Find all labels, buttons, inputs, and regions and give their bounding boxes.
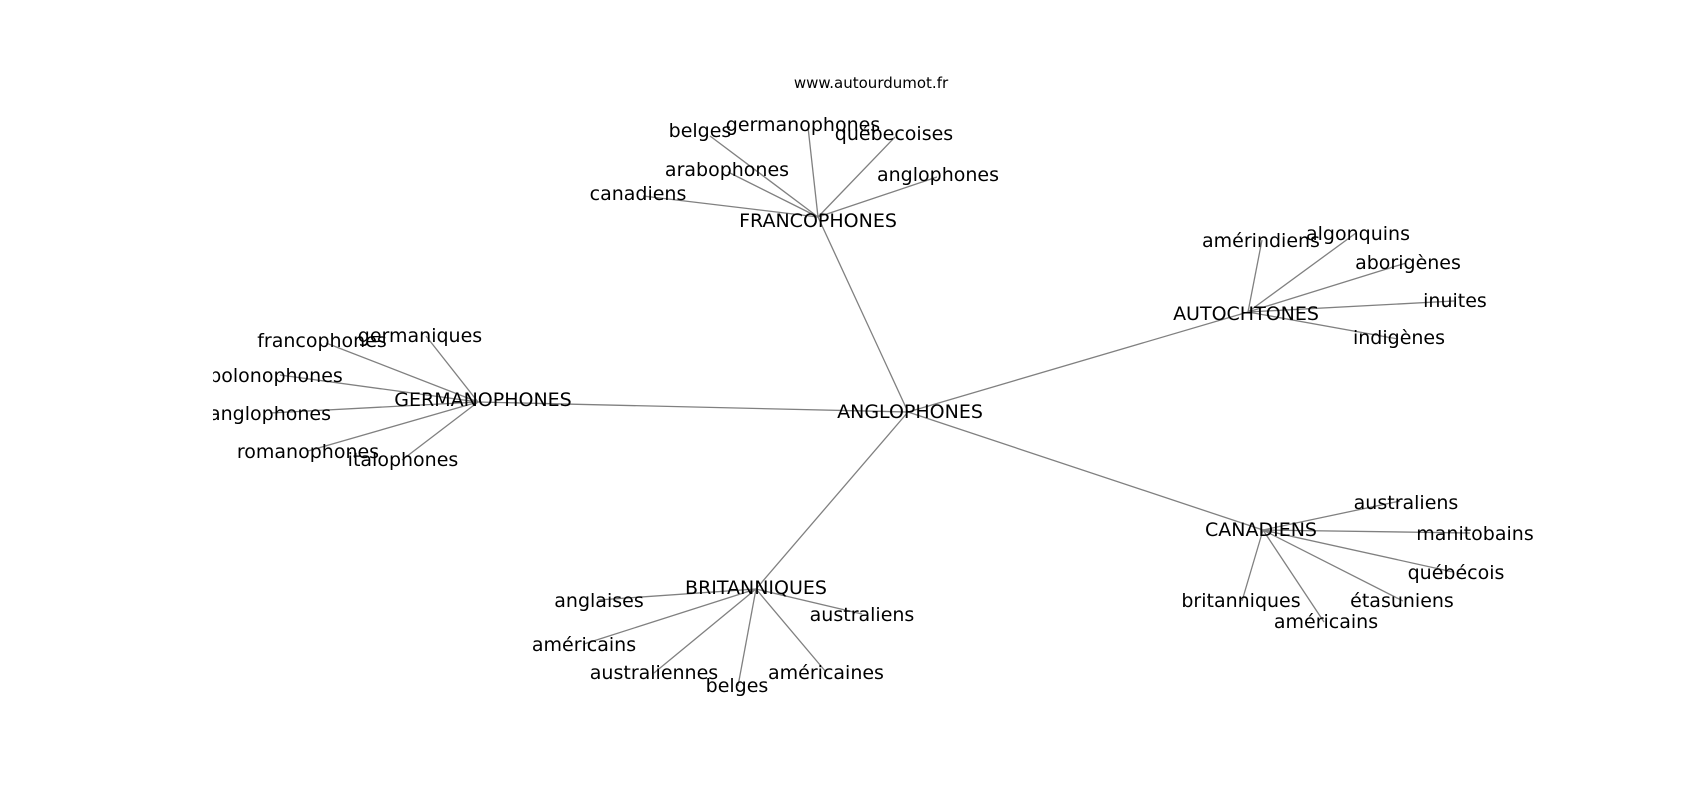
leaf-label-autochtones-0: amérindiens: [1202, 230, 1320, 252]
source-url: www.autourdumot.fr: [794, 74, 949, 92]
leaf-label-germanophones-2: polonophones: [209, 365, 343, 387]
edge-autochtones-2: [1247, 262, 1407, 313]
leaf-label-autochtones-1: algonquins: [1306, 223, 1410, 245]
leaf-label-canadiens-4: américains: [1274, 611, 1378, 633]
edge-germanophones-0: [325, 342, 479, 403]
hub-label-britanniques: BRITANNIQUES: [685, 577, 827, 599]
edge-britanniques-0: [597, 588, 757, 601]
leaf-label-germanophones-4: romanophones: [237, 441, 379, 463]
leaf-label-francophones-3: arabophones: [665, 159, 789, 181]
edge-francophones-5: [642, 195, 819, 218]
leaf-label-germanophones-3: anglophones: [209, 403, 331, 425]
edge-britanniques-3: [653, 588, 757, 674]
leaf-label-germanophones-1: germaniques: [358, 325, 482, 347]
edge-britanniques-4: [737, 588, 757, 687]
edge-francophones-0: [709, 135, 819, 218]
edge-germanophones-3: [269, 401, 479, 414]
edge-autochtones-4: [1247, 311, 1399, 340]
edge-francophones-1: [807, 126, 819, 218]
leaf-label-britanniques-3: australiennes: [590, 662, 718, 684]
leaf-label-francophones-5: canadiens: [590, 183, 687, 205]
center-node-label: ANGLOPHONES: [837, 401, 983, 423]
leaf-label-francophones-0: belges: [669, 120, 732, 142]
edge-center-germanophones: [477, 401, 909, 413]
leaf-label-germanophones-0: francophones: [257, 330, 387, 352]
edge-canadiens-2: [1262, 529, 1454, 573]
leaf-label-germanophones-5: italophones: [348, 449, 459, 471]
edge-britanniques-5: [755, 588, 827, 673]
leaf-label-autochtones-2: aborigènes: [1355, 252, 1461, 274]
edge-germanophones-1: [425, 335, 479, 403]
edge-francophones-2: [817, 136, 896, 218]
network-labels: www.autourdumot.fr ANGLOPHONES FRANCOPHO…: [209, 74, 1534, 697]
edge-autochtones-3: [1247, 300, 1455, 313]
edge-autochtones-1: [1247, 232, 1357, 313]
edge-canadiens-5: [1241, 529, 1264, 602]
edge-britanniques-1: [755, 588, 863, 615]
leaf-label-francophones-4: anglophones: [877, 164, 999, 186]
edge-center-francophones: [817, 216, 909, 413]
leaf-label-britanniques-0: anglaises: [554, 590, 643, 612]
edge-germanophones-5: [401, 401, 479, 461]
leaf-label-britanniques-5: américaines: [768, 662, 884, 684]
hub-label-canadiens: CANADIENS: [1205, 519, 1317, 541]
hub-label-francophones: FRANCOPHONES: [739, 210, 897, 232]
leaf-label-canadiens-0: australiens: [1354, 492, 1459, 514]
edge-center-canadiens: [907, 411, 1264, 531]
edge-autochtones-0: [1247, 239, 1263, 313]
edge-canadiens-1: [1262, 529, 1471, 534]
edge-canadiens-0: [1262, 500, 1401, 531]
hub-label-germanophones: GERMANOPHONES: [394, 389, 571, 411]
edge-francophones-3: [727, 171, 819, 218]
edge-canadiens-3: [1262, 529, 1404, 602]
hub-label-autochtones: AUTOCHTONES: [1173, 303, 1319, 325]
edge-francophones-4: [817, 176, 938, 218]
edge-canadiens-4: [1262, 529, 1325, 623]
leaf-label-francophones-1: germanophones: [726, 114, 880, 136]
leaf-label-canadiens-2: québécois: [1408, 562, 1505, 584]
leaf-label-britanniques-2: américains: [532, 634, 636, 656]
edge-center-autochtones: [907, 311, 1249, 413]
leaf-label-canadiens-3: étasuniens: [1350, 590, 1454, 612]
leaf-label-britanniques-1: australiens: [810, 604, 915, 626]
leaf-label-britanniques-4: belges: [706, 675, 769, 697]
edge-center-britanniques: [755, 411, 909, 590]
leaf-label-canadiens-5: britanniques: [1181, 590, 1300, 612]
leaf-label-autochtones-4: indigènes: [1353, 327, 1445, 349]
edge-germanophones-4: [307, 401, 479, 452]
leaf-label-autochtones-3: inuites: [1423, 290, 1487, 312]
leaf-label-francophones-2: québecoises: [835, 123, 953, 145]
edge-germanophones-2: [279, 374, 479, 403]
edge-britanniques-2: [583, 588, 757, 645]
leaf-label-canadiens-1: manitobains: [1416, 523, 1533, 545]
network-edges: [269, 126, 1471, 687]
